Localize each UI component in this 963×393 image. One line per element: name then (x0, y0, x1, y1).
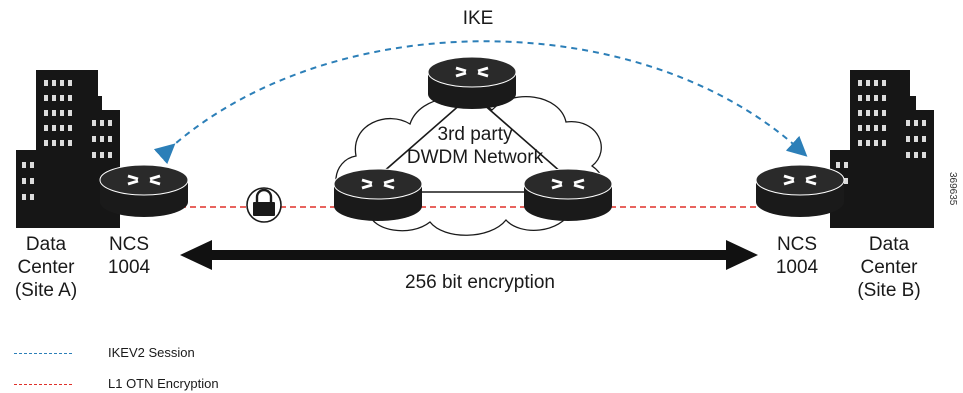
site-a-label: Data Center (Site A) (6, 234, 86, 302)
ncs-left-line2: 1004 (107, 256, 151, 278)
site-a-line2: Center (17, 256, 75, 278)
ncs-left-label: NCS 1004 (96, 234, 162, 280)
site-b-line3: (Site B) (857, 279, 921, 301)
router-ncs1004-right-icon (755, 164, 845, 217)
ike-label: IKE (462, 8, 494, 29)
ncs-right-line2: 1004 (775, 256, 819, 278)
lock-icon (246, 187, 282, 223)
legend-ikev2-label: IKEV2 Session (108, 345, 195, 360)
site-a-line1: Data (25, 234, 67, 255)
site-a-line3: (Site A) (14, 279, 78, 301)
ncs-left-line1: NCS (108, 234, 150, 255)
site-b-line2: Center (860, 256, 918, 278)
legend-ikev2-line (14, 353, 72, 354)
figure-id: 369635 (947, 172, 958, 206)
data-center-site-b-icon (830, 70, 934, 228)
ike-session-curve (153, 40, 808, 165)
ncs-right-label: NCS 1004 (764, 234, 830, 280)
data-center-site-a-icon (16, 70, 120, 228)
router-dwdm-top-icon (427, 56, 517, 109)
router-dwdm-left-icon (333, 168, 423, 221)
ncs-right-line1: NCS (776, 234, 818, 255)
cloud-label-line1: 3rd party (437, 124, 513, 145)
router-dwdm-right-icon (523, 168, 613, 221)
encryption-label: 256 bit encryption (405, 272, 555, 293)
site-b-line1: Data (868, 234, 910, 255)
legend-otn-label: L1 OTN Encryption (108, 376, 219, 391)
cloud-label: 3rd party DWDM Network (400, 124, 550, 170)
site-b-label: Data Center (Site B) (846, 234, 932, 302)
router-ncs1004-left-icon (99, 164, 189, 217)
cloud-label-line2: DWDM Network (406, 146, 544, 168)
encryption-double-arrow (180, 240, 758, 270)
legend-otn-line (14, 384, 72, 385)
